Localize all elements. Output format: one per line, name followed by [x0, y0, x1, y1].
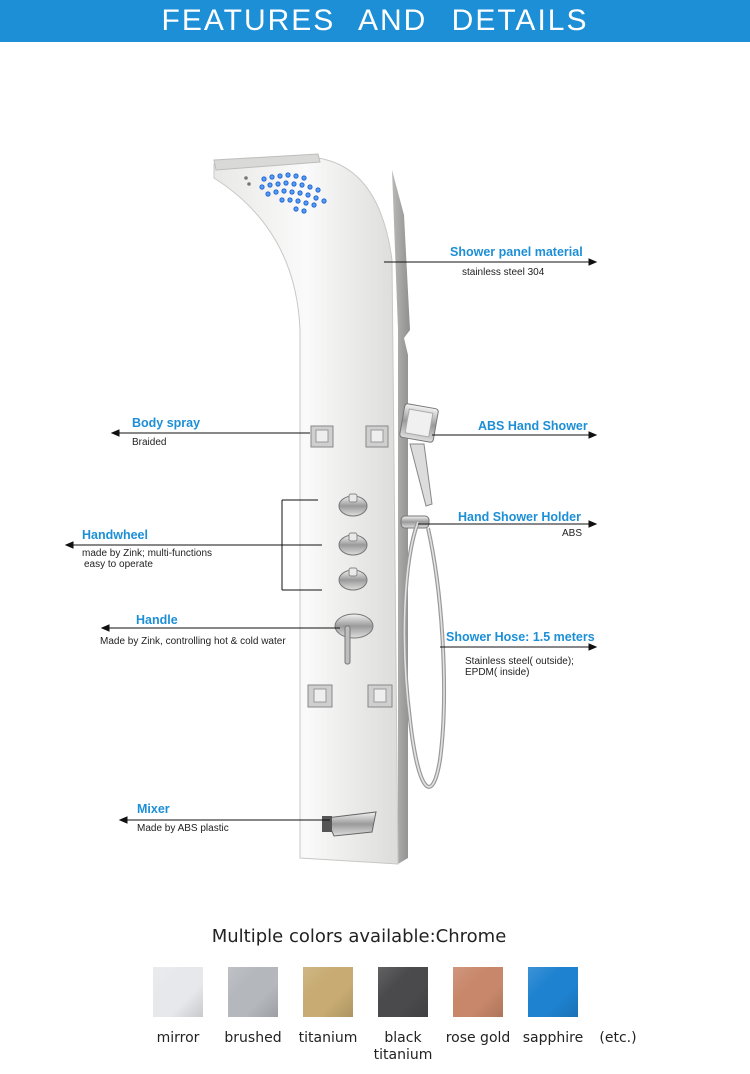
callout-body-spray: Body spray [132, 416, 200, 430]
page-title: FEATURES AND DETAILS [161, 4, 589, 37]
panel-top-plate [213, 153, 321, 171]
callout-title: Shower Hose: 1.5 meters [446, 630, 595, 644]
color-swatch-label: sapphire [522, 1030, 584, 1046]
callout-title: Shower panel material [450, 245, 583, 259]
color-swatch-label: black titanium [373, 1030, 433, 1063]
callout-title: Handle [136, 613, 178, 627]
mixer-handle [334, 613, 374, 665]
callout-hand-shower-holder-desc: ABS [562, 528, 583, 539]
callout-body-spray-desc: Braided [132, 437, 167, 448]
callout-title: Body spray [132, 416, 201, 430]
callout-shower-hose-desc-1: Stainless steel( outside); [465, 656, 574, 667]
rain-shower-leds [244, 172, 327, 214]
color-swatch-label: brushed [224, 1030, 282, 1046]
callout-handle: Handle [136, 613, 178, 627]
color-swatch-label: rose gold [445, 1030, 511, 1046]
color-swatch-label: mirror [156, 1030, 200, 1046]
panel-face [213, 157, 399, 865]
callout-shower-hose: Shower Hose: 1.5 meters [446, 630, 595, 644]
swatch-etc-label: (etc.) [599, 1030, 637, 1046]
body-spray-jets-top [310, 425, 389, 448]
page-header: FEATURES AND DETAILS [0, 0, 750, 42]
callout-panel-material-desc: stainless steel 304 [462, 267, 545, 278]
callout-panel-material: Shower panel material [450, 245, 583, 259]
callout-handwheel-desc-1: made by Zink; multi-functions [82, 548, 213, 559]
callout-shower-hose-desc-2: EPDM( inside) [465, 667, 530, 678]
color-swatch [453, 967, 503, 1017]
callout-title: ABS Hand Shower [478, 419, 588, 433]
callout-title: Handwheel [82, 528, 148, 542]
callout-handwheel: Handwheel [82, 528, 148, 542]
color-swatch [153, 967, 203, 1017]
color-swatch [378, 967, 428, 1017]
callout-hand-shower-holder: Hand Shower Holder [458, 510, 581, 524]
body-spray-jets-bottom [307, 684, 393, 708]
callout-title: Mixer [137, 802, 170, 816]
color-swatch-label: titanium [298, 1030, 358, 1046]
callout-title: Hand Shower Holder [458, 510, 581, 524]
callout-handle-desc: Made by Zink, controlling hot & cold wat… [100, 636, 286, 647]
callout-mixer-desc: Made by ABS plastic [137, 823, 229, 834]
shower-hose [402, 521, 446, 789]
mixer-spout [322, 811, 377, 837]
hand-shower [399, 403, 439, 529]
color-swatch [528, 967, 578, 1017]
color-swatch [303, 967, 353, 1017]
shower-hose-highlight [403, 521, 445, 788]
handwheel-knobs [338, 493, 368, 591]
colors-title: Multiple colors available:Chrome [211, 926, 507, 947]
color-swatch [228, 967, 278, 1017]
callout-abs-hand-shower: ABS Hand Shower [478, 419, 588, 433]
callout-mixer: Mixer [137, 802, 170, 816]
callout-handwheel-desc-2: easy to operate [84, 559, 153, 570]
